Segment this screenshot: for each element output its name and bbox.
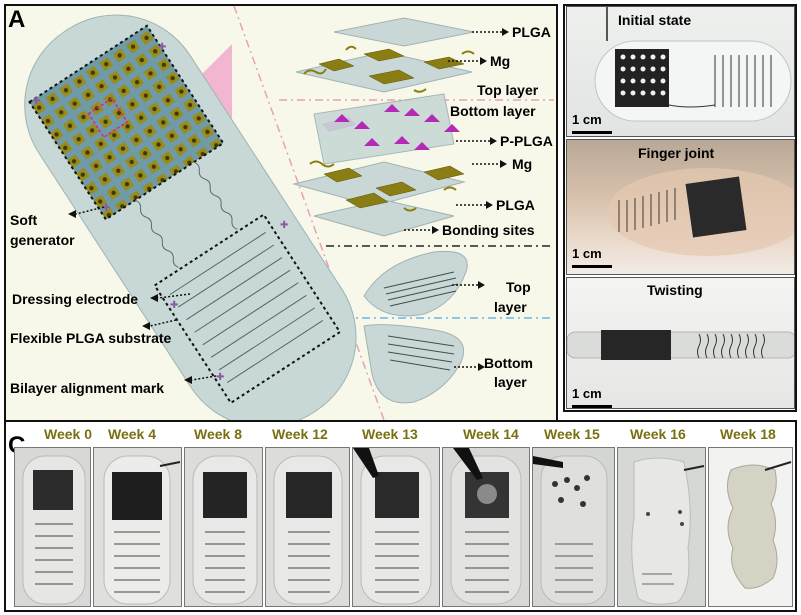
exploded-generator-bottom [292, 160, 466, 237]
dressing-electrode-area [153, 213, 342, 405]
week-label-13: Week 13 [362, 426, 418, 442]
initial-state-device [594, 7, 792, 122]
label-p-plga: P-PLGA [500, 133, 553, 149]
label-twisting: Twisting [647, 282, 703, 298]
alignment-mark-icon: ✚ [32, 96, 40, 107]
label-plga-bottom: PLGA [496, 197, 535, 213]
panel-a-label: A [8, 6, 26, 33]
label-mg-bottom: Mg [512, 156, 533, 172]
label-generator: generator [10, 232, 75, 248]
label-bonding-sites: Bonding sites [442, 222, 535, 238]
exploded-generator-top [295, 17, 475, 165]
week-label-18: Week 18 [720, 426, 776, 442]
label-bottom: Bottom [484, 355, 533, 371]
scale-bar-initial [572, 131, 612, 134]
week-4-photo [93, 447, 182, 607]
electrode-bilayer [363, 250, 468, 404]
scale-label-finger: 1 cm [572, 246, 602, 261]
svg-text:✚: ✚ [158, 42, 166, 53]
week-14-photo [442, 447, 530, 607]
finger-joint-device [607, 168, 794, 256]
photo-finger-joint [566, 139, 795, 275]
label-top-layer: Top layer [477, 82, 539, 98]
panel-a-illustration: ✚ ✚ ✚ ✚ ✚ ✚ [24, 5, 554, 422]
week-13-photo [352, 447, 440, 607]
week-label-0: Week 0 [44, 426, 92, 442]
label-top-layer-2: layer [494, 299, 527, 315]
photo-twisting [566, 277, 795, 409]
week-15-photo [532, 447, 615, 607]
label-soft: Soft [10, 212, 38, 228]
label-bilayer-alignment-mark: Bilayer alignment mark [10, 380, 165, 396]
label-finger-joint: Finger joint [638, 145, 715, 161]
pink-divider-line [233, 5, 385, 421]
label-bottom-layer: Bottom layer [450, 103, 536, 119]
label-mg-top: Mg [490, 53, 511, 69]
week-12-photo [265, 447, 350, 607]
week-label-16: Week 16 [630, 426, 686, 442]
week-0-photo [14, 447, 91, 607]
week-label-15: Week 15 [544, 426, 600, 442]
scale-label-initial: 1 cm [572, 112, 602, 127]
photo-initial-state [566, 6, 795, 137]
week-8-photo [184, 447, 263, 607]
twisting-device [567, 330, 794, 360]
label-top: Top [506, 279, 531, 295]
scale-label-twisting: 1 cm [572, 386, 602, 401]
scale-bar-twisting [572, 405, 612, 408]
label-plga-top: PLGA [512, 24, 551, 40]
week-18-photo [708, 447, 793, 607]
label-flexible-plga-substrate: Flexible PLGA substrate [10, 330, 172, 346]
svg-text:✚: ✚ [102, 203, 110, 214]
svg-text:✚: ✚ [170, 300, 178, 311]
label-initial-state: Initial state [618, 12, 692, 28]
label-bottom-layer-2: layer [494, 374, 527, 390]
week-label-14: Week 14 [463, 426, 519, 442]
scale-bar-finger [572, 265, 612, 268]
svg-text:✚: ✚ [280, 220, 288, 231]
week-label-12: Week 12 [272, 426, 328, 442]
week-16-photo [617, 447, 706, 607]
svg-text:✚: ✚ [216, 372, 224, 383]
week-label-8: Week 8 [194, 426, 242, 442]
label-dressing-electrode: Dressing electrode [12, 291, 139, 307]
week-label-4: Week 4 [108, 426, 156, 442]
